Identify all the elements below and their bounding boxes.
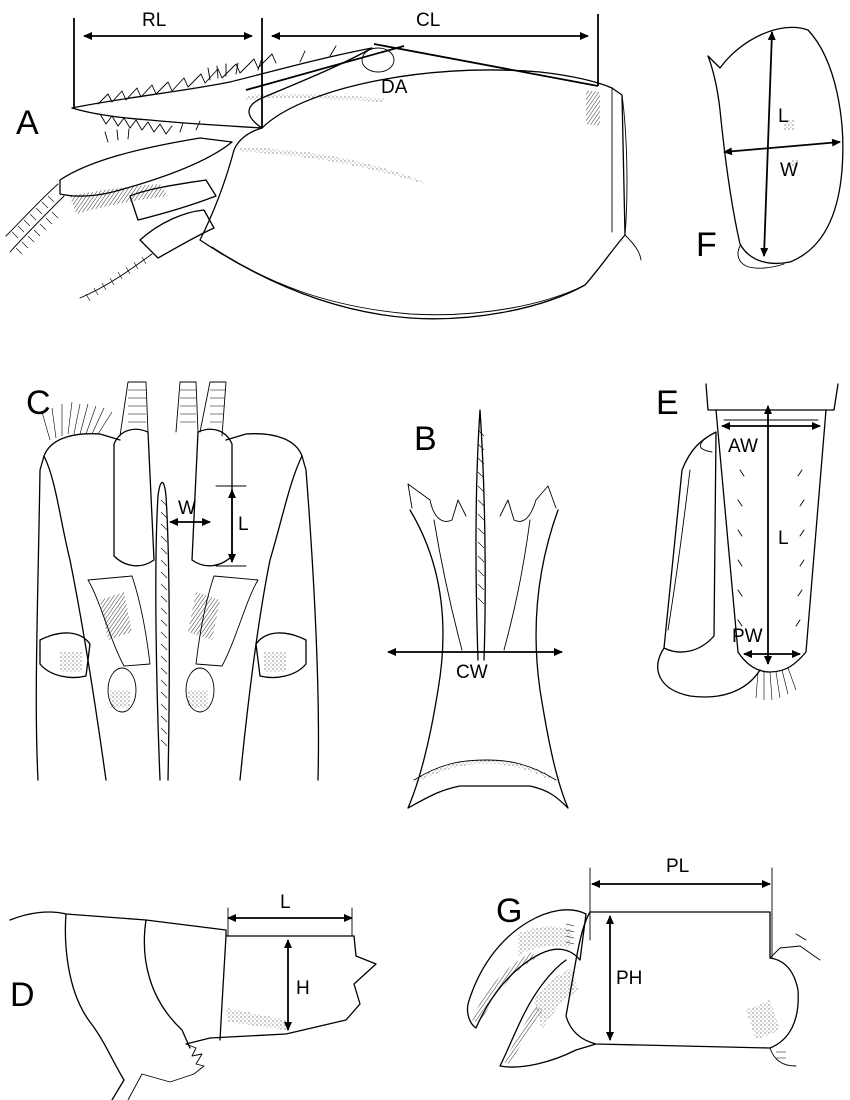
- label-g-ph: PH: [616, 968, 642, 989]
- panel-e: E AW L PW: [656, 383, 839, 701]
- chela-dactylus: [466, 909, 587, 1029]
- carapace-groove-stipple: [240, 148, 424, 184]
- panel-a: A: [5, 10, 642, 320]
- carapace-posterior-hatch: [586, 90, 600, 126]
- carapace-posterior-margin: [611, 87, 642, 261]
- label-e-aw: AW: [728, 436, 758, 457]
- panel-c-letter: C: [26, 384, 51, 422]
- panel-g-letter: G: [496, 892, 522, 930]
- chela-fixed-finger: [499, 959, 597, 1068]
- rostrum: [71, 47, 373, 129]
- dorsal-organ: [361, 47, 395, 73]
- label-c-l: L: [238, 514, 249, 535]
- carapace-outline: [199, 69, 626, 320]
- panel-e-letter: E: [656, 384, 679, 422]
- da-line-1: [245, 45, 405, 91]
- da-line-2: [373, 43, 599, 87]
- rostrum-dorsal-teeth: [97, 53, 277, 105]
- label-da: DA: [381, 77, 408, 98]
- panel-d: D L H: [9, 892, 377, 1100]
- label-f-w: W: [780, 160, 798, 181]
- panel-c: C W L: [26, 381, 320, 781]
- c-carapace-left: [35, 455, 107, 781]
- label-c-w: W: [178, 498, 196, 519]
- panel-f: F L W: [696, 26, 844, 269]
- label-d-l: L: [280, 892, 291, 913]
- label-e-pw: PW: [732, 626, 763, 647]
- carapace-ventral-inner: [211, 246, 586, 316]
- antennae: [5, 120, 233, 302]
- panel-b: B CW: [387, 409, 569, 809]
- c-rostrum: [155, 481, 170, 781]
- f-w-measure: [723, 138, 841, 156]
- label-e-l: L: [778, 528, 789, 549]
- label-f-l: L: [778, 106, 789, 127]
- panel-d-letter: D: [10, 976, 35, 1014]
- carapace-dorsal-outline: [407, 509, 569, 809]
- panel-f-letter: F: [696, 226, 717, 264]
- rostrum-ventral-teeth: [99, 113, 173, 135]
- carapace-hepatic-stipple: [246, 93, 384, 102]
- scaphocerite-outline: [707, 26, 844, 265]
- label-rl: RL: [142, 10, 166, 31]
- abdomen-dorsal-outline: [9, 911, 355, 937]
- rostrum-setae: [207, 45, 337, 81]
- panel-b-letter: B: [414, 420, 437, 458]
- label-b-cw: CW: [456, 662, 488, 683]
- f-l-measure: [760, 31, 776, 257]
- panel-g: G PL PH: [466, 856, 821, 1068]
- panel-a-letter: A: [16, 104, 39, 142]
- panel-a-measurements: [73, 14, 599, 128]
- label-cl: CL: [416, 10, 440, 31]
- label-g-pl: PL: [666, 856, 689, 877]
- label-d-h: H: [296, 978, 310, 999]
- c-carapace-right: [239, 455, 320, 781]
